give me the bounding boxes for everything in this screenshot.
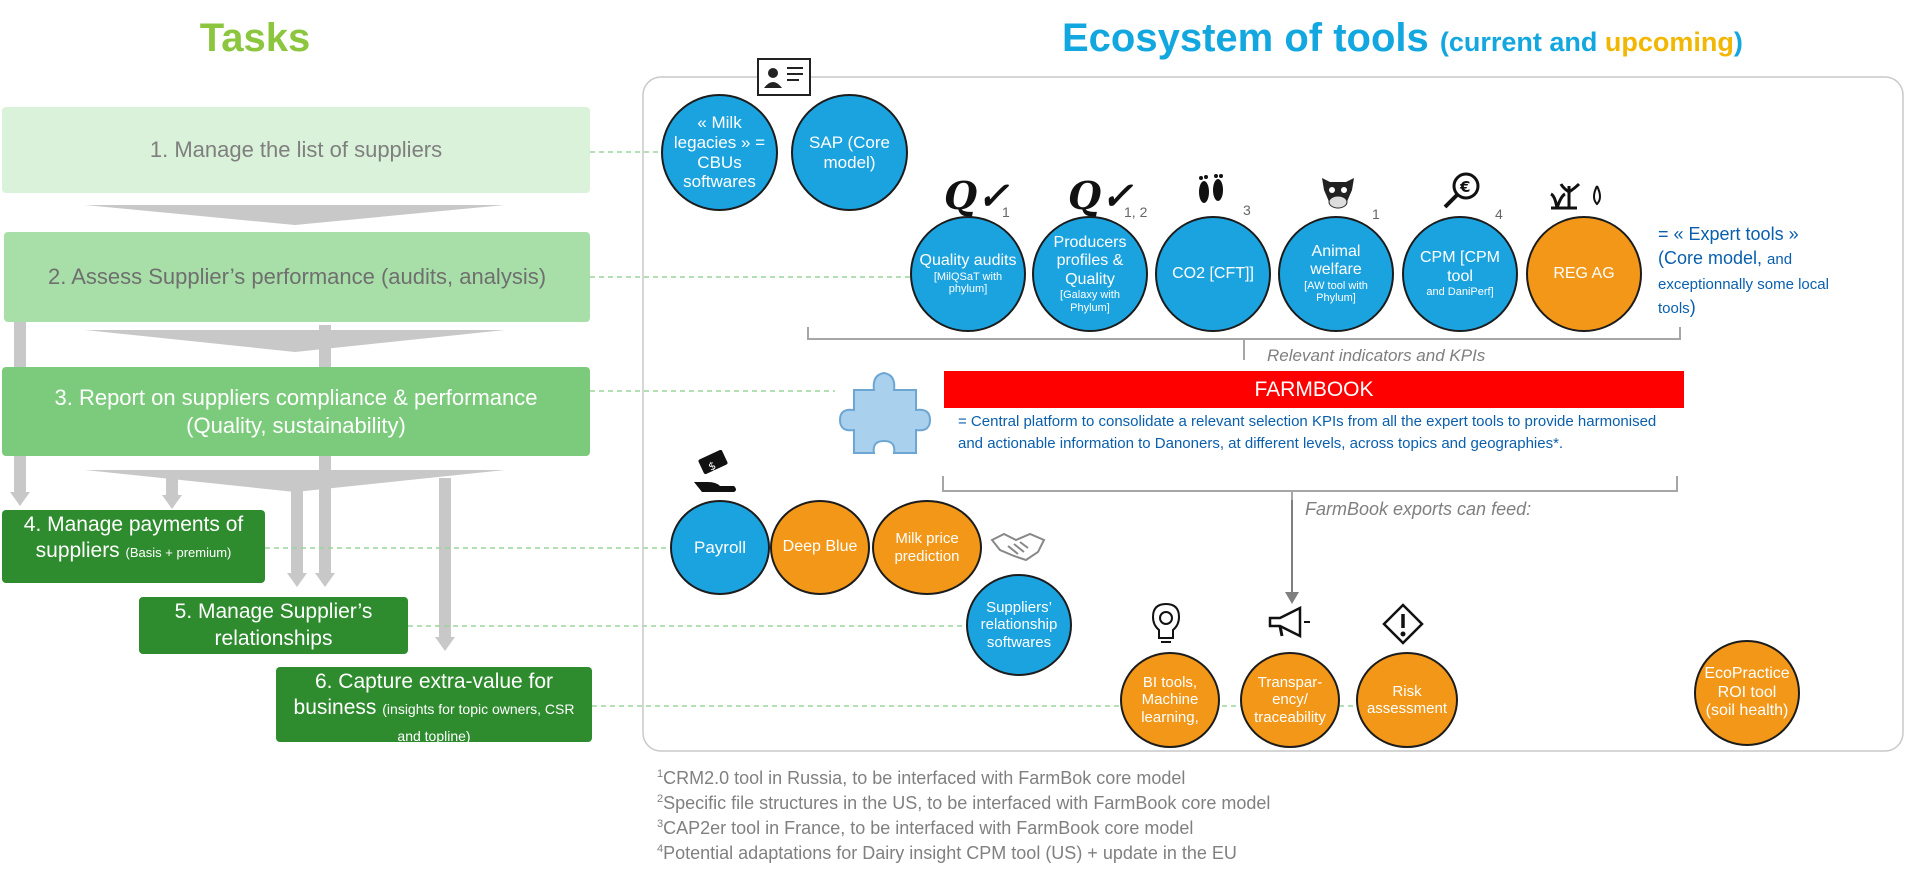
task-2-box: 2. Assess Supplier’s performance (audits… [4, 232, 590, 322]
payroll-tool: Payroll [670, 500, 770, 595]
plant-water-icon [1547, 178, 1609, 219]
animal-welfare-tool: Animal welfare [AW tool with Phylum] [1278, 216, 1394, 332]
bi-tools-tool: BI tools, Machine learning, [1120, 652, 1220, 748]
task-4-box: 4. Manage payments of suppliers (Basis +… [2, 510, 265, 583]
milk-legacies-tool: « Milk legacies » = CBUs softwares [661, 94, 778, 211]
farmbook-description: = Central platform to consolidate a rele… [958, 413, 1657, 452]
quality-check-icon: Q✓ [944, 173, 1009, 218]
id-card-icon [757, 58, 811, 96]
ecopractice-tool: EcoPractice ROI tool (soil health) [1694, 640, 1800, 746]
puzzle-icon [834, 365, 936, 470]
svg-text:$: $ [706, 459, 718, 474]
risk-assessment-tool: Risk assessment [1356, 652, 1458, 748]
footnote-4: 4Potential adaptations for Dairy insight… [657, 843, 1237, 863]
producers-profiles-sup: 1, 2 [1124, 204, 1148, 220]
svg-text:€: € [1459, 178, 1470, 196]
sap-tool: SAP (Core model) [791, 94, 908, 211]
cow-icon [1316, 168, 1360, 217]
quality-audits-sup: 1 [1002, 204, 1010, 220]
task-6-box: 6. Capture extra-value for business (ins… [276, 667, 592, 744]
footnote-1: 1CRM2.0 tool in Russia, to be interfaced… [657, 768, 1186, 788]
task-5-box: 5. Manage Supplier’s relationships [139, 597, 408, 654]
task-3-box: 3. Report on suppliers compliance & perf… [2, 367, 590, 456]
expert-tools-note: = « Expert tools » (Core model, and exce… [1658, 224, 1829, 317]
task-1-box: 1. Manage the list of suppliers [2, 107, 590, 193]
handshake-icon [990, 526, 1046, 571]
footprints-icon [1193, 170, 1229, 215]
tasks-title: Tasks [199, 16, 311, 60]
task-4-note: (Basis + premium) [125, 545, 232, 561]
ecosystem-title-paren-close: ) [1733, 27, 1743, 57]
expert-bracket [807, 327, 1681, 360]
reg-ag-tool: REG AG [1526, 216, 1642, 332]
ecosystem-title-main: Ecosystem of tools [1062, 16, 1429, 60]
cpm-tool: CPM [CPM tool and DaniPerf] [1402, 216, 1518, 332]
milk-price-prediction-tool: Milk price prediction [872, 500, 982, 595]
exports-label: FarmBook exports can feed: [1305, 499, 1532, 519]
farmbook-bracket [942, 476, 1678, 500]
magnifier-euro-icon: € [1440, 170, 1482, 217]
ecosystem-title-current: current and [1448, 27, 1605, 57]
ecosystem-title-paren-open: ( [1439, 27, 1449, 57]
co2-tool: CO2 [CFT]] [1155, 216, 1271, 332]
bulb-gear-icon [1145, 600, 1187, 649]
task-2-label: 2. Assess Supplier’s performance (audits… [47, 264, 547, 290]
ecosystem-panel [642, 76, 1904, 752]
quality-check-icon: Q✓ [1068, 173, 1133, 218]
quality-audits-tool: Quality audits [MilQSaT with phylum] [910, 216, 1026, 332]
task-6-note: (insights for topic owners, CSR and topl… [382, 701, 575, 744]
relevant-kpis-label: Relevant indicators and KPIs [1267, 346, 1486, 365]
co2-sup: 3 [1243, 202, 1251, 218]
producers-profiles-tool: Producers profiles & Quality [Galaxy wit… [1032, 216, 1148, 332]
money-hand-icon: $ [690, 449, 742, 501]
cpm-sup: 4 [1495, 206, 1503, 222]
farmbook-banner: FARMBOOK [944, 371, 1684, 408]
footnote-2: 2Specific file structures in the US, to … [657, 793, 1271, 813]
ecosystem-title-upcoming: upcoming [1604, 27, 1734, 57]
task-4-label: 4. Manage payments of suppliers [23, 513, 244, 563]
task-3-label: 3. Report on suppliers compliance & perf… [54, 385, 538, 438]
transparency-tool: Transpar-ency/ traceability [1240, 652, 1340, 748]
task-5-label: 5. Manage Supplier’s relationships [174, 600, 373, 650]
chevron-1-2 [85, 205, 505, 225]
suppliers-relationship-tool: Suppliers’ relationship softwares [966, 574, 1072, 676]
megaphone-icon [1266, 605, 1312, 645]
chevron-2-3 [85, 330, 505, 352]
footnote-3: 3CAP2er tool in France, to be interfaced… [657, 818, 1194, 838]
warning-diamond-icon [1382, 603, 1424, 650]
animal-welfare-sup: 1 [1372, 206, 1380, 222]
deep-blue-tool: Deep Blue [770, 500, 870, 595]
task-1-label: 1. Manage the list of suppliers [149, 137, 443, 163]
ecosystem-title: Ecosystem of tools (current and upcoming… [1062, 16, 1743, 61]
task-6-label: 6. Capture extra-value for business [293, 670, 554, 720]
